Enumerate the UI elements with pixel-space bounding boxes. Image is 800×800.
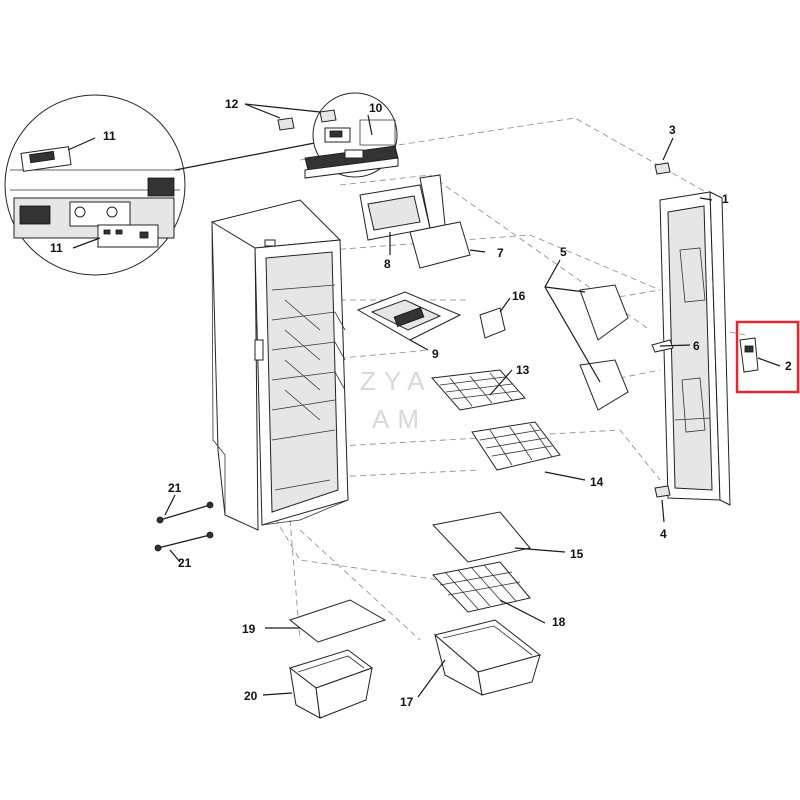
label-5: 5 (560, 245, 567, 259)
leader-lines (67, 103, 781, 698)
label-15: 15 (570, 547, 584, 561)
detail-circle-control-panel (4, 94, 186, 276)
part-13-wire-shelf (430, 369, 526, 411)
detail-callout-line (174, 139, 331, 171)
highlight-box (735, 320, 800, 394)
part-16-flap (479, 307, 506, 339)
label-1: 1 (722, 192, 729, 206)
part-12-brackets (277, 109, 337, 131)
label-20: 20 (244, 689, 258, 703)
part-14-wire-shelf (471, 421, 561, 471)
cabinet-body (210, 199, 349, 531)
label-18: 18 (552, 615, 566, 629)
label-13: 13 (516, 363, 530, 377)
label-21-top: 21 (168, 481, 182, 495)
label-9: 9 (432, 347, 439, 361)
label-14: 14 (590, 475, 604, 489)
label-8: 8 (384, 257, 391, 271)
watermark: ZYA AM (360, 366, 433, 434)
part-labels: 12 10 11 11 3 1 5 6 2 7 8 9 16 13 14 15 … (50, 97, 792, 709)
part-2-handle (739, 337, 759, 373)
part-10-control-bar (304, 145, 399, 179)
watermark-line-2: AM (372, 404, 427, 434)
label-7: 7 (497, 246, 504, 260)
watermark-line-1: ZYA (360, 366, 433, 396)
label-6: 6 (693, 339, 700, 353)
label-3: 3 (669, 123, 676, 137)
part-5-door-bins (579, 284, 629, 411)
part-17-bin (433, 619, 542, 696)
part-19-cover (288, 599, 387, 643)
part-21-screws (154, 501, 214, 552)
label-12: 12 (225, 97, 239, 111)
label-4: 4 (660, 527, 667, 541)
part-7-plate (409, 221, 471, 269)
part-18-grid-shelf (432, 561, 531, 613)
label-17: 17 (400, 695, 414, 709)
label-16: 16 (512, 289, 526, 303)
label-11-top: 11 (103, 129, 116, 143)
part-15-glass-shelf (432, 511, 531, 563)
part-3-4-hinges (654, 162, 671, 498)
label-11-bottom: 11 (50, 241, 63, 255)
label-19: 19 (242, 622, 256, 636)
label-21-bottom: 21 (178, 556, 192, 570)
part-1-door (659, 191, 731, 506)
part-8-frame (359, 174, 446, 241)
label-2: 2 (785, 359, 792, 373)
part-9-tray (356, 291, 462, 341)
part-20-bin (288, 649, 374, 719)
label-10: 10 (369, 101, 383, 115)
